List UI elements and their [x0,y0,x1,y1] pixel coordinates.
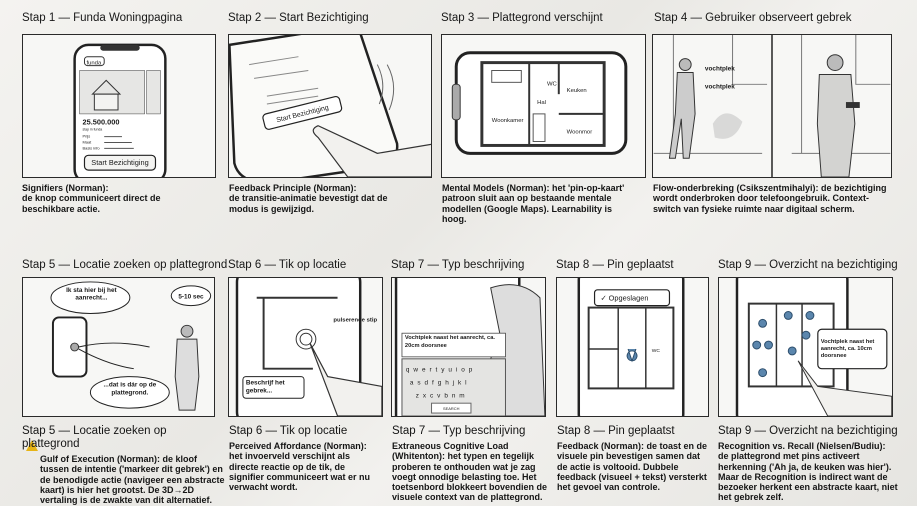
floorplan-phone-sketch: Woonkamer Hal WC Keuken Woonmor [451,51,628,155]
step-3-title: Stap 3 — Plattegrond verschijnt [441,12,603,24]
svg-text:5-10 sec: 5-10 sec [178,294,204,301]
svg-text:SEARCH: SEARCH [443,406,460,411]
pins-group [752,311,815,378]
step-7-caption-body: Extraneous Cognitive Load (Whitenton): h… [392,441,548,503]
svg-text:25.500.000: 25.500.000 [83,118,120,127]
pin-icon[interactable] [626,348,638,363]
step-4-panel: vochtplek vochtplek [652,34,892,178]
step-5-title: Stap 5 — Locatie zoeken op plattegrond [22,259,228,271]
locate-on-floorplan-sketch: Ik sta hier bij het aanrecht... ...dat i… [50,281,212,411]
svg-text:Prijs: Prijs [83,134,91,139]
svg-text:asdfghjkl: asdfghjkl [410,379,471,386]
speech-bubble-floorplan: ...dat is dár op de plattegrond. [103,381,157,397]
pin-tooltip: Vochtplek naast het aanrecht, ca. 10cm d… [820,339,875,359]
step-6-caption-title: Stap 6 — Tik op locatie [229,425,348,437]
pin-placed-sketch: ✓ Opgeslagen WC [577,278,685,416]
svg-text:Woonkamer: Woonkamer [492,118,524,124]
step-7-caption-title: Stap 7 — Typ beschrijving [392,425,526,437]
step-8-caption-body: Feedback (Norman): de toast en de visuel… [557,441,708,493]
overview-pins-sketch: Vochtplek naast het aanrecht, ca. 10cm d… [735,278,892,416]
step-4-caption: Flow-onderbreking (Csikszentmihalyi): de… [653,183,887,214]
step-8-title: Stap 8 — Pin geplaatst [556,259,674,271]
step-6-panel: pulserende stip Beschrijf het gebrek... [228,277,383,417]
step-3-caption: Mental Models (Norman): het 'pin-op-kaar… [442,183,625,224]
step-3-panel: Woonkamer Hal WC Keuken Woonmor [441,34,646,178]
svg-text:funda: funda [86,61,101,67]
typing-description-sketch: Vochtplek naast het aanrecht, ca. 20cm d… [394,278,545,416]
step-1-panel: funda 25.500.000 stap in funda Prijs Maa… [22,34,216,178]
svg-text:qwertyuiop: qwertyuiop [406,367,476,374]
step-9-title: Stap 9 — Overzicht na bezichtiging [718,259,898,271]
step-8-caption-title: Stap 8 — Pin geplaatst [557,425,675,437]
funda-phone-sketch: funda 25.500.000 stap in funda Prijs Maa… [73,43,167,177]
svg-text:Maat: Maat [83,139,93,144]
step-5-caption-body: Gulf of Execution (Norman): de kloof tus… [40,454,225,506]
step-6-caption-body: Perceived Affordance (Norman): het invoe… [229,441,371,493]
step-4-title: Stap 4 — Gebruiker observeert gebrek [654,12,852,24]
svg-text:vochtplek: vochtplek [705,66,735,73]
step-5-panel: Ik sta hier bij het aanrecht... ...dat i… [22,277,215,417]
step-9-caption-title: Stap 9 — Overzicht na bezichtiging [718,425,898,437]
step-2-panel: Start Bezichtiging [228,34,432,178]
step-8-panel: ✓ Opgeslagen WC [556,277,709,417]
step-2-caption: Feedback Principle (Norman): de transiti… [229,183,388,214]
svg-text:Keuken: Keuken [567,88,587,94]
svg-text:Hal: Hal [537,100,546,106]
step-2-title: Stap 2 — Start Bezichtiging [228,12,369,24]
step-9-panel: Vochtplek naast het aanrecht, ca. 10cm d… [718,277,893,417]
svg-text:Woonmor: Woonmor [567,130,593,136]
step-1-caption: Signifiers (Norman): de knop communiceer… [22,183,161,214]
svg-text:Basis info: Basis info [83,145,101,150]
step-7-panel: Vochtplek naast het aanrecht, ca. 20cm d… [391,277,546,417]
toast-saved: ✓ Opgeslagen [600,294,648,303]
step-7-title: Stap 7 — Typ beschrijving [391,259,525,271]
tap-button-sketch: Start Bezichtiging [229,35,431,177]
user-observes-defect-sketch: vochtplek vochtplek [653,35,891,177]
describe-defect-field[interactable]: Beschrijf het gebrek... [245,379,285,395]
svg-text:WC: WC [652,348,661,354]
svg-text:stap in funda: stap in funda [83,128,103,132]
svg-text:WC: WC [547,81,558,87]
svg-text:Start Bezichtiging: Start Bezichtiging [91,158,148,167]
speech-bubble-kitchen: Ik sta hier bij het aanrecht... [66,286,117,302]
step-1-title: Stap 1 — Funda Woningpagina [22,12,183,24]
warning-icon [26,440,38,451]
svg-text:zxcvbnm: zxcvbnm [416,392,469,399]
tap-location-sketch: pulserende stip Beschrijf het gebrek... [235,278,382,416]
description-input[interactable]: Vochtplek naast het aanrecht, ca. 20cm d… [404,335,496,349]
svg-text:vochtplek: vochtplek [705,83,735,90]
step-9-caption-body: Recognition vs. Recall (Nielsen/Budiu): … [718,441,898,503]
step-6-title: Stap 6 — Tik op locatie [228,259,347,271]
step-5-caption-title: Stap 5 — Locatie zoeken op plattegrond [22,425,167,450]
pulsing-dot-label: pulserende stip [333,317,378,324]
